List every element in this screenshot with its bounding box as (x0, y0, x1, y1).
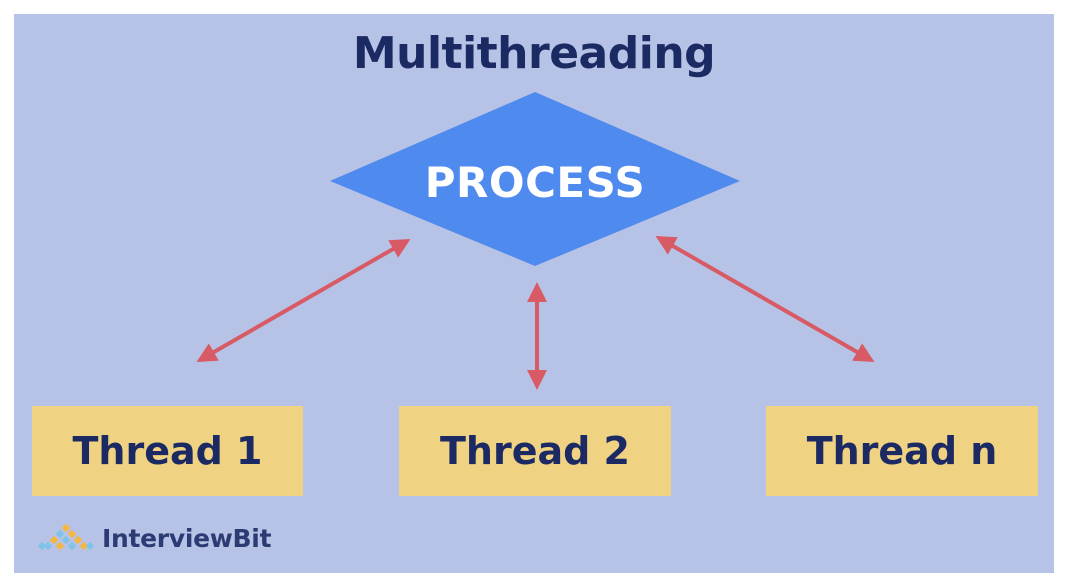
connection-arrows (196, 236, 875, 390)
thread-label-2: Thread 2 (440, 429, 630, 473)
arrow-process-thread-n (655, 236, 875, 362)
diagram-title: Multithreading (352, 28, 716, 79)
brand-logo: InterviewBit (32, 520, 272, 556)
thread-label-1: Thread 1 (72, 429, 263, 473)
process-diamond (330, 92, 740, 266)
thread-box-2: Thread 2 (399, 406, 671, 496)
brand-name: InterviewBit (102, 523, 272, 553)
process-label: PROCESS (424, 158, 646, 207)
pyramid-logo-icon (37, 523, 95, 551)
diagram-canvas: Multithreading PROCESS Thread 1 Thread 2… (14, 14, 1054, 573)
thread-box-1: Thread 1 (32, 406, 303, 496)
process-node (330, 92, 740, 266)
thread-label-n: Thread n (806, 429, 998, 473)
arrow-process-thread-1 (196, 239, 411, 362)
thread-box-n: Thread n (766, 406, 1038, 496)
